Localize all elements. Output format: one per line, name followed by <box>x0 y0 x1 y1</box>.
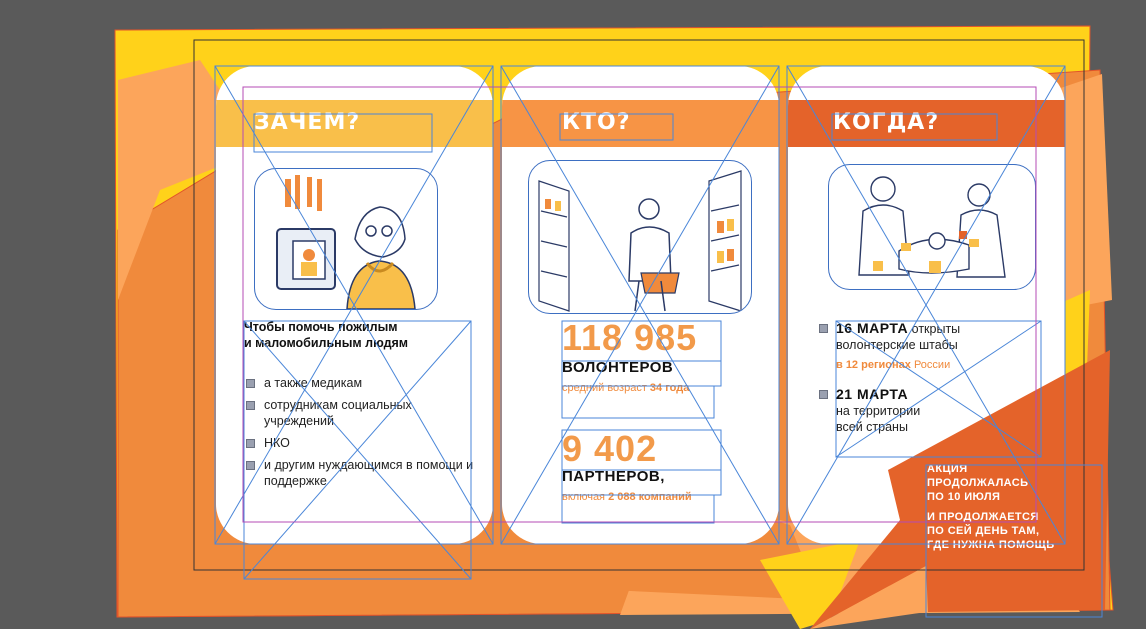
when-item-1: 16 МАРТА открыты волонтерские штабы в 12… <box>819 320 1016 373</box>
why-bullet-list: а также медикам сотрудникам социальных у… <box>244 375 479 495</box>
volunteers-note: средний возраст 34 года <box>562 382 690 394</box>
bullet-square-icon <box>246 379 255 388</box>
why-intro: Чтобы помочь пожилым и маломобильным люд… <box>244 319 469 351</box>
bullet-square-icon <box>246 401 255 410</box>
card-who-header: КТО? <box>502 100 779 147</box>
bullet-square-icon <box>819 324 828 333</box>
bullet-square-icon <box>246 461 255 470</box>
when-item-2-text-a: на территории <box>836 404 921 418</box>
callout-text: АКЦИЯ ПРОДОЛЖАЛАСЬ ПО 10 ИЮЛЯ И ПРОДОЛЖА… <box>927 463 1055 551</box>
when-item-2-date: 21 МАРТА <box>836 386 909 402</box>
when-item-2-text-b: всей страны <box>836 420 908 434</box>
bullet-square-icon <box>819 390 828 399</box>
partners-label: ПАРТНЕРОВ, <box>562 468 665 485</box>
why-intro-line1: Чтобы помочь пожилым <box>244 320 398 334</box>
list-item: а также медикам <box>244 375 479 391</box>
card-when-title: КОГДА? <box>833 110 940 135</box>
card-why-header: ЗАЧЕМ? <box>216 100 493 147</box>
partners-block: 9 402 ПАРТНЕРОВ, включая 2 088 компаний <box>562 428 692 504</box>
volunteers-label: ВОЛОНТЕРОВ <box>562 359 674 376</box>
card-why-title: ЗАЧЕМ? <box>254 110 361 135</box>
bullet-square-icon <box>246 439 255 448</box>
volunteers-number: 118 985 <box>562 317 698 358</box>
list-item: и другим нуждающимся в помощи и поддержк… <box>244 457 479 489</box>
list-item: НКО <box>244 435 479 451</box>
list-item: сотрудникам социальных учреждений <box>244 397 479 429</box>
when-item-1-note: в 12 регионах России <box>836 359 951 371</box>
when-item-1-text-b: волонтерские штабы <box>836 338 958 352</box>
partners-number: 9 402 <box>562 428 658 469</box>
medics-in-protective-suits-illustration <box>828 164 1036 290</box>
volunteers-block: 118 985 ВОЛОНТЕРОВ средний возраст 34 го… <box>562 317 698 395</box>
elderly-woman-with-tv-illustration <box>254 168 438 310</box>
when-item-1-text-a: открыты <box>908 322 961 336</box>
card-who-title: КТО? <box>562 110 631 135</box>
partners-note: включая 2 088 компаний <box>562 491 692 503</box>
why-intro-line2: и маломобильным людям <box>244 336 409 350</box>
when-item-1-date: 16 МАРТА <box>836 320 909 336</box>
card-when-header: КОГДА? <box>788 100 1065 147</box>
when-item-2: 21 МАРТА на территории всей страны <box>819 386 1016 435</box>
volunteer-in-supermarket-illustration <box>528 160 752 314</box>
